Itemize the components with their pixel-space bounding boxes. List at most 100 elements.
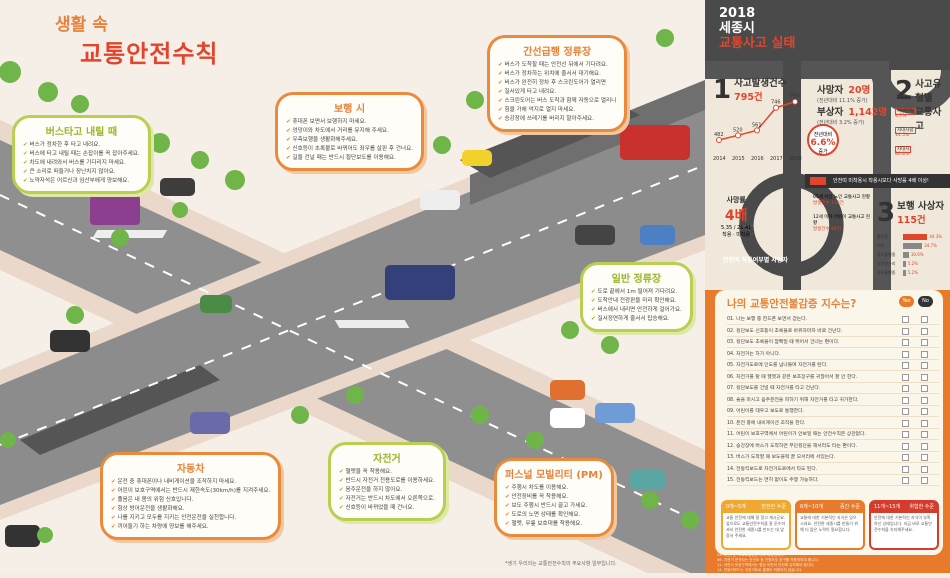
tip-bubble-bus: 버스타고 내릴 때버스가 정차한 후 타고 내려요.버스에 타고 내릴 때는 손… <box>12 115 151 194</box>
no-checkbox[interactable] <box>921 385 928 392</box>
yes-checkbox[interactable] <box>902 362 909 369</box>
checklist-item: 05. 자전거도로에 인도를 넘나들며 자전거를 탄다. <box>727 360 939 371</box>
no-checkbox[interactable] <box>921 454 928 461</box>
no-checkbox[interactable] <box>921 465 928 473</box>
yes-checkbox[interactable] <box>902 465 909 473</box>
score-range: 11개~15개 <box>874 504 901 510</box>
note-line: 06. 자전거 운전자는 안전모 등 인명보호 장구를 착용하여야 합니다. <box>717 558 819 562</box>
note-line: 04. 자전거는 도로교통법상 차에 해당됩니다. <box>717 553 785 557</box>
x-tick-label: 2014 <box>713 156 726 162</box>
checklist-item: 12. 승강장에 버스가 도착하면 무단횡단을 해서라도 타는 편이다. <box>727 441 939 452</box>
yes-checkbox[interactable] <box>902 431 909 438</box>
rate-times: 4배 <box>724 208 748 224</box>
checklist-title: 나의 교통안전불감증 지수는? <box>727 298 857 310</box>
yes-checkbox[interactable] <box>902 327 909 335</box>
data-point <box>754 127 760 134</box>
bubble-title: 자동차 <box>176 464 205 475</box>
tip-bubble-brt: 간선급행 정류장버스가 도착할 때는 안전선 뒤에서 기다려요.버스가 정차하는… <box>487 35 628 132</box>
type-pct: 80.8% <box>895 152 910 157</box>
tip-item: 엉덩이와 차도에서 거리를 유지해 주세요. <box>286 127 413 136</box>
car-icon <box>575 225 615 245</box>
no-checkbox[interactable] <box>921 408 928 415</box>
yes-checkbox[interactable] <box>902 454 909 461</box>
tip-item: 버스에서 내리면 안전하게 걸어가요. <box>591 306 681 315</box>
tip-item: 질서있게 타고 내려요. <box>498 88 616 97</box>
car-icon <box>50 330 90 352</box>
yes-checkbox[interactable] <box>902 419 909 427</box>
yes-checkbox[interactable] <box>902 385 909 392</box>
car-icon <box>595 403 635 423</box>
injured-value: 1,142명 <box>848 107 888 118</box>
stats-heading: 교통사고 실태 <box>719 36 796 51</box>
checklist-card: 나의 교통안전불감증 지수는? Yes No 01. 나는 보행 중 한드폰 보… <box>715 290 943 555</box>
yes-checkbox[interactable] <box>902 442 909 450</box>
no-checkbox[interactable] <box>921 431 928 438</box>
checklist-item: 08. 술을 마시고 음주운전을 피하기 위해 자전거를 타고 귀가한다. <box>727 395 939 406</box>
tip-item: 큰 소리로 떠들거나 장난치지 않아요. <box>23 168 140 177</box>
no-checkbox[interactable] <box>921 327 928 335</box>
yes-checkbox[interactable] <box>902 373 909 381</box>
yes-checkbox[interactable] <box>902 316 909 323</box>
yes-checkbox[interactable] <box>902 408 909 415</box>
yes-checkbox[interactable] <box>902 477 909 484</box>
yes-checkbox[interactable] <box>902 396 909 404</box>
car-icon <box>200 295 232 313</box>
stats-year: 2018 <box>719 6 756 21</box>
tip-list: 버스가 정차한 후 타고 내려요.버스에 타고 내릴 때는 손잡이를 꼭 잡아주… <box>23 141 140 186</box>
no-checkbox[interactable] <box>921 442 928 450</box>
tip-list: 도로 끝에서 1m 떨어져 기다려요.도착안내 전광판을 미리 확인해요.버스에… <box>591 288 682 324</box>
yes-checkbox[interactable] <box>902 350 909 358</box>
question-text: 15. 전동킥보드는 면허 없이도 주행 가능하다. <box>727 478 819 483</box>
no-checkbox[interactable] <box>921 362 928 369</box>
note-line: 15. 전동킥보드는 원동기장치자전거 면허 이상이 필요합니다. <box>717 573 809 577</box>
child-count: 발생건수 44건 <box>813 227 841 232</box>
type-label: 사고유형별 <box>915 79 942 104</box>
traffic-illustration: 생활 속 교통안전수칙 버스타고 내릴 때버스가 정차한 후 타고 내려요.버스… <box>0 0 705 573</box>
pedestrian-bar <box>903 269 906 276</box>
x-tick-label: 2017 <box>770 156 783 162</box>
car-icon <box>160 178 195 196</box>
tip-item: 어린이 보호구역에서는 반드시 제한속도(30km/h)를 지켜주세요. <box>111 487 270 496</box>
tip-item: 도착안내 전광판을 미리 확인해요. <box>591 297 682 306</box>
deaths-change: (전년대비 11.1% 증가) <box>817 98 868 104</box>
yes-checkbox[interactable] <box>902 339 909 346</box>
tip-item: 도로의 노면 상태를 확인해요. <box>505 511 603 520</box>
no-checkbox[interactable] <box>921 373 928 381</box>
accident-count-label: 사고발생건수 <box>734 78 787 89</box>
no-checkbox[interactable] <box>921 316 928 323</box>
stats-city: 세종시 <box>719 21 755 36</box>
note-line: 11. 어린이 보호구역에서는 항상 어린이 안전에 유의해야 합니다. <box>717 563 815 567</box>
no-checkbox[interactable] <box>921 339 928 346</box>
pedestrian-bar <box>903 233 928 240</box>
bar-label: 보도통행중 <box>877 269 896 275</box>
bubble-title: 일반 정류장 <box>611 274 662 285</box>
elderly-count: 발생건수 110건 <box>813 201 844 206</box>
taxi-icon <box>462 150 492 166</box>
tip-item: 길을 건널 때는 반드시 횡단보도를 이용해요. <box>286 154 413 163</box>
data-label: 520 <box>733 127 743 133</box>
no-checkbox[interactable] <box>921 419 928 427</box>
checklist-item: 03. 횡단보도 초록불이 깜빡일 때 뛰어서 건너는 편이다. <box>727 337 939 348</box>
child-title: 12세 이하 어린이 교통사고 현황 <box>813 215 870 226</box>
no-checkbox[interactable] <box>921 396 928 404</box>
no-checkbox[interactable] <box>921 477 928 484</box>
tip-bubble-bike: 자전거헬멧을 꼭 착용해요.반드시 자전거 전용도로를 이용하세요.음주운전을 … <box>328 442 446 521</box>
no-checkbox[interactable] <box>921 350 928 358</box>
bus-station-roof <box>20 365 220 455</box>
brt-lane <box>470 80 705 205</box>
bar-label: 길가장자리 <box>877 260 896 266</box>
data-label: 561 <box>752 122 762 128</box>
checklist-item: 02. 횡단보도 신호등이 초록불로 바뀌자마자 바로 건넌다. <box>727 326 939 337</box>
car-icon <box>640 225 675 245</box>
tip-item: 힘을 가해 억지로 열지 마세요. <box>498 106 616 115</box>
title-sub: 생활 속 <box>55 15 108 35</box>
question-text: 05. 자전거도로에 인도를 넘나들며 자전거를 탄다. <box>727 363 828 368</box>
bar-label: 차도통행중 <box>877 251 896 257</box>
question-text: 07. 횡단보도를 건널 때 자전거를 타고 건넌다. <box>727 386 821 391</box>
